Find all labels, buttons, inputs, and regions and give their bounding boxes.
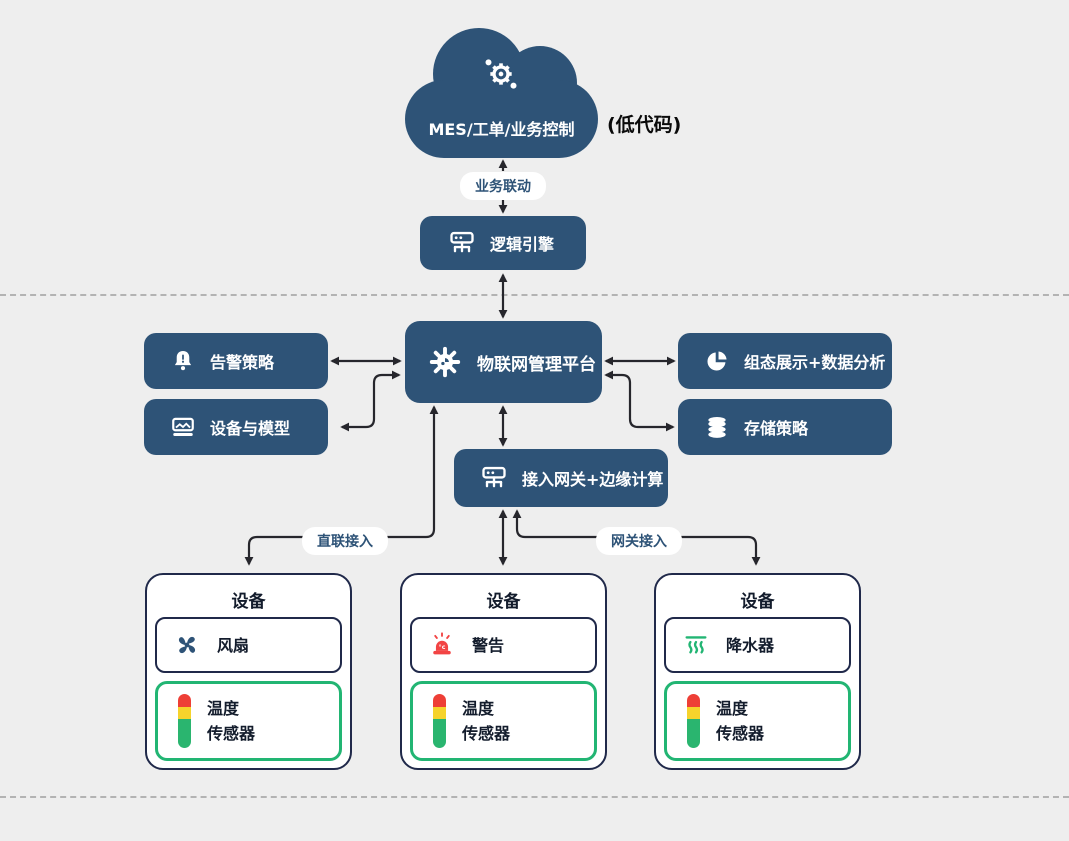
node-storage-policy: 存储策略 xyxy=(678,399,892,455)
node-display-analysis: 组态展示+数据分析 xyxy=(678,333,892,389)
sensor-label-line2: 传感器 xyxy=(207,724,256,743)
node-label: 存储策略 xyxy=(744,419,809,438)
actuator-box: 风扇 xyxy=(155,617,342,673)
logic-flow-icon xyxy=(450,231,474,253)
device-card-sprinkler: 设备 降水器 温度 传感器 xyxy=(654,573,861,770)
node-iot-platform: 物联网管理平台 xyxy=(405,321,602,403)
node-logic-engine: 逻辑引擎 xyxy=(420,216,586,270)
node-label: 设备与模型 xyxy=(210,419,291,438)
sensor-box: 温度 传感器 xyxy=(410,681,597,761)
separator-dashed-top xyxy=(0,294,1069,296)
node-label: 组态展示+数据分析 xyxy=(744,353,886,372)
gateway-flow-icon xyxy=(482,466,506,488)
device-model-icon xyxy=(172,417,194,436)
sensor-box: 温度 传感器 xyxy=(155,681,342,761)
database-icon xyxy=(708,417,726,438)
temperature-level-icon xyxy=(433,694,446,748)
node-access-gateway: 接入网关+边缘计算 xyxy=(454,449,668,507)
direct-access-label: 直联接入 xyxy=(302,527,388,555)
device-card-alarm: 设备 °c 警告 温度 传感器 xyxy=(400,573,607,770)
fan-icon xyxy=(178,636,196,654)
actuator-label: 警告 xyxy=(472,635,505,655)
gateway-access-label: 网关接入 xyxy=(596,527,682,555)
gear-burst-icon xyxy=(429,346,461,378)
actuator-box: °c 警告 xyxy=(410,617,597,673)
automation-gear-icon xyxy=(485,59,517,89)
temperature-level-icon xyxy=(687,694,700,748)
sensor-label-line1: 温度 xyxy=(207,699,240,718)
sensor-label-line2: 传感器 xyxy=(716,724,765,743)
device-card-title: 设备 xyxy=(486,592,521,612)
node-alarm-policy: 告警策略 xyxy=(144,333,328,389)
cloud-body xyxy=(405,80,598,158)
separator-dashed-bottom xyxy=(0,796,1069,798)
actuator-label: 降水器 xyxy=(726,635,775,655)
sensor-label: 温度 传感器 xyxy=(716,696,764,746)
cloud-label: MES/工单/业务控制 xyxy=(428,120,575,139)
sprinkler-icon xyxy=(685,636,707,654)
actuator-label: 风扇 xyxy=(217,635,250,655)
node-device-model: 设备与模型 xyxy=(144,399,328,455)
cloud-mes-node: MES/工单/业务控制 xyxy=(405,28,601,158)
sensor-label-line1: 温度 xyxy=(716,699,749,718)
node-label: 逻辑引擎 xyxy=(490,235,555,254)
alarm-light-icon: °c xyxy=(433,632,451,655)
actuator-box: 降水器 xyxy=(664,617,851,673)
pie-chart-icon xyxy=(707,351,727,371)
svg-text:°c: °c xyxy=(439,643,446,651)
device-card-fan: 设备 风扇 温度 传感器 xyxy=(145,573,352,770)
sensor-box: 温度 传感器 xyxy=(664,681,851,761)
device-card-title: 设备 xyxy=(231,592,266,612)
sensor-label: 温度 传感器 xyxy=(207,696,255,746)
device-card-title: 设备 xyxy=(740,592,775,612)
low-code-note: (低代码) xyxy=(607,114,682,136)
sensor-label-line2: 传感器 xyxy=(462,724,511,743)
node-label: 接入网关+边缘计算 xyxy=(522,470,664,489)
node-label: 告警策略 xyxy=(210,353,275,372)
alarm-bell-icon xyxy=(174,351,192,371)
temperature-level-icon xyxy=(178,694,191,748)
business-link-label: 业务联动 xyxy=(460,172,546,200)
sensor-label: 温度 传感器 xyxy=(462,696,510,746)
sensor-label-line1: 温度 xyxy=(462,699,495,718)
node-label: 物联网管理平台 xyxy=(477,354,596,375)
